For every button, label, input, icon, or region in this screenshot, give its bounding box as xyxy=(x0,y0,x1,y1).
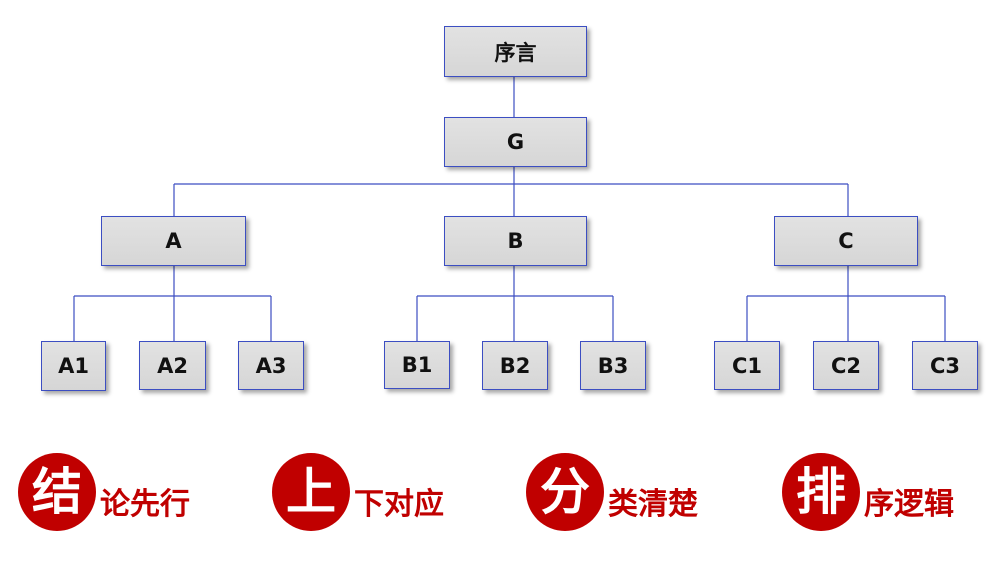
principle-logical-order: 排 序逻辑 xyxy=(782,452,954,532)
principle-conclusion-first: 结 论先行 xyxy=(18,452,190,532)
principle-text: 下对应 xyxy=(354,487,444,522)
node-c2: C2 xyxy=(813,341,879,390)
node-a3: A3 xyxy=(238,341,304,390)
principle-clear-grouping: 分 类清楚 xyxy=(526,452,698,532)
node-governing: G xyxy=(444,117,587,167)
node-b2: B2 xyxy=(482,341,548,390)
node-a2: A2 xyxy=(139,341,206,390)
principle-text: 序逻辑 xyxy=(864,487,954,522)
node-b: B xyxy=(444,216,587,266)
principle-badge: 排 xyxy=(782,453,860,531)
node-b1: B1 xyxy=(384,341,450,389)
node-root: 序言 xyxy=(444,26,587,77)
node-c3: C3 xyxy=(912,341,978,390)
principle-text: 类清楚 xyxy=(608,487,698,522)
node-b3: B3 xyxy=(580,341,646,390)
principle-text: 论先行 xyxy=(100,487,190,522)
principle-badge: 分 xyxy=(526,453,604,531)
node-c: C xyxy=(774,216,918,266)
principle-top-down-alignment: 上 下对应 xyxy=(272,452,444,532)
principle-badge: 上 xyxy=(272,453,350,531)
node-a: A xyxy=(101,216,246,266)
principle-badge: 结 xyxy=(18,453,96,531)
node-c1: C1 xyxy=(714,341,780,390)
node-a1: A1 xyxy=(41,341,106,391)
